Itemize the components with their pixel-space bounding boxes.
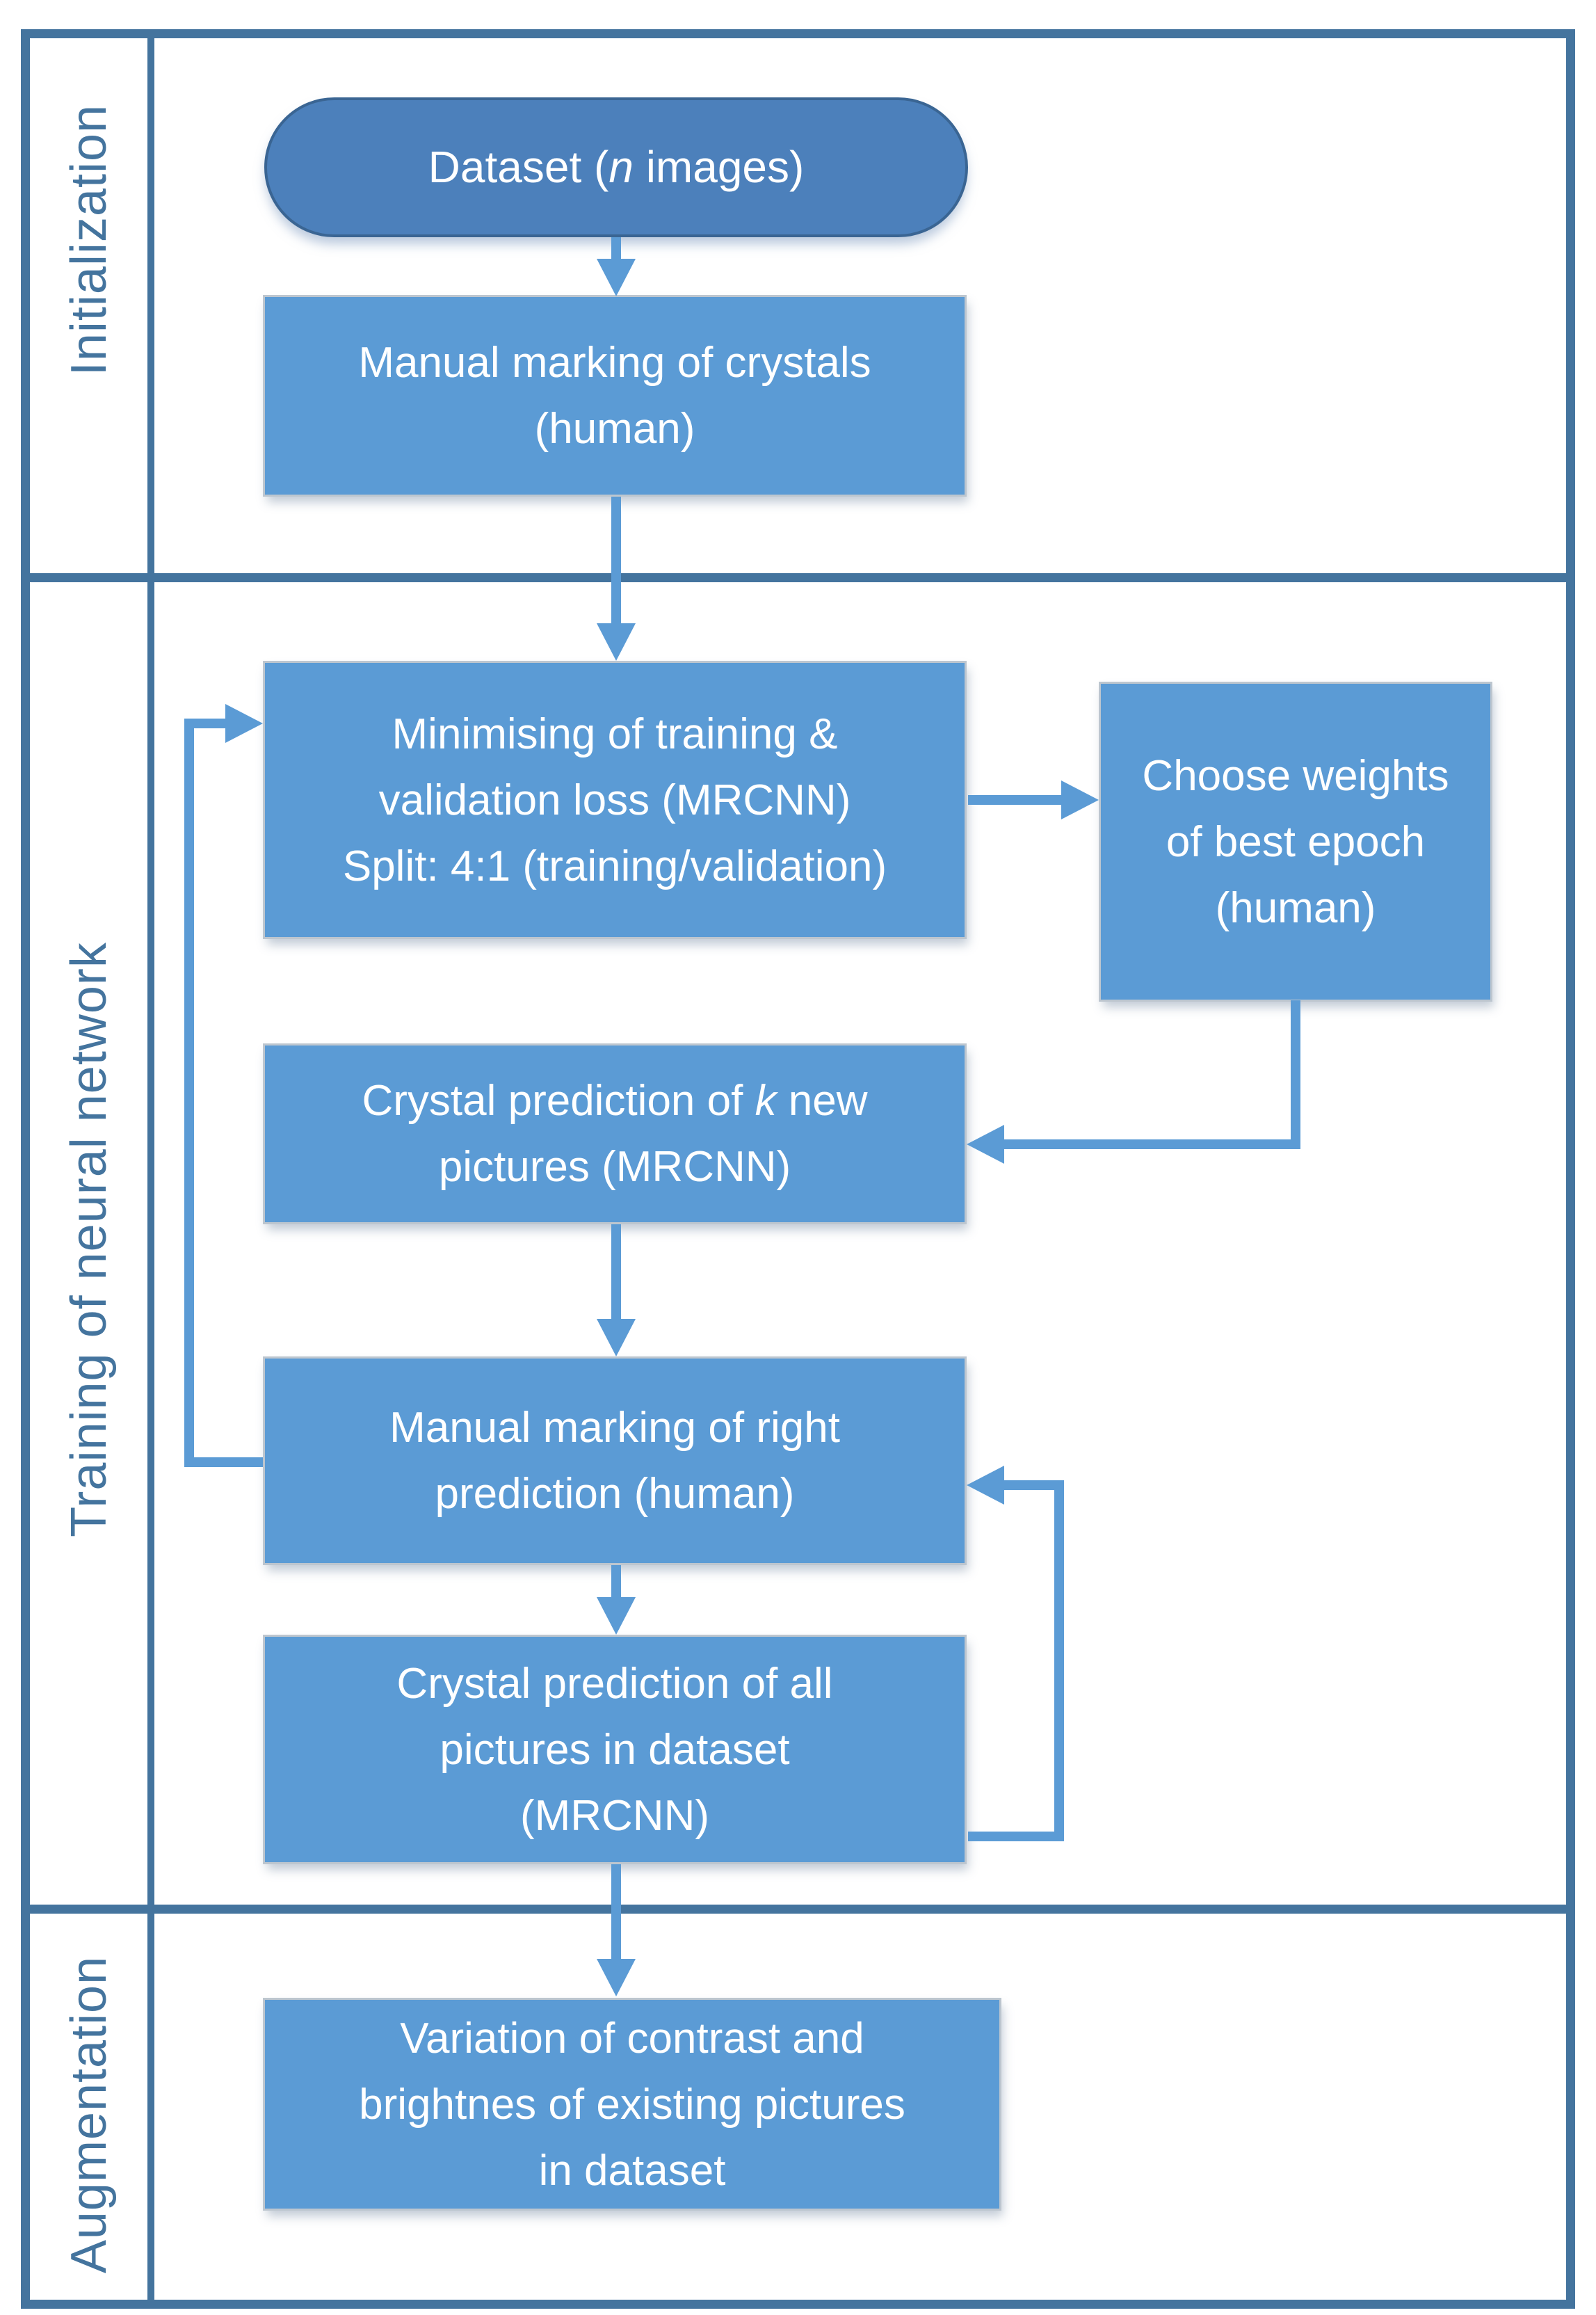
box-text-line: Minimising of training & [392, 710, 838, 758]
arrow-shaft [968, 795, 1064, 805]
arrow-head-down-icon [597, 1597, 636, 1635]
box-text-line: validation loss (MRCNN) [378, 776, 851, 824]
box-text-line: (human) [1215, 883, 1376, 932]
box-choose-weights: Choose weights of best epoch (human) [1099, 682, 1492, 1002]
arrow-head-down-icon [597, 259, 636, 296]
box-crystal-prediction-k-new: Crystal prediction of k new pictures (MR… [263, 1043, 967, 1224]
box-text-line: in dataset [538, 2146, 726, 2195]
arrow-head-down-icon [597, 1319, 636, 1356]
box-text-line: brightnes of existing pictures [359, 2080, 905, 2129]
box-text-line: prediction (human) [435, 1470, 795, 1518]
box-minimising-loss: Minimising of training & validation loss… [263, 661, 967, 939]
connector-horizontal [1004, 1139, 1300, 1149]
box-text-line: (MRCNN) [519, 1791, 710, 1840]
connector-vertical [1054, 1480, 1064, 1841]
connector-horizontal [184, 1457, 263, 1467]
arrow-shaft [611, 237, 621, 262]
arrow-head-down-icon [597, 1959, 636, 1996]
connector-horizontal [184, 719, 229, 728]
box-text-line: Manual marking of right [389, 1404, 840, 1452]
arrow-head-right-icon [1061, 780, 1099, 819]
arrow-head-down-icon [597, 623, 636, 661]
arrow-shaft [611, 1224, 621, 1322]
arrow-shaft [611, 497, 621, 626]
arrow-head-left-icon [967, 1466, 1004, 1505]
connector-vertical [184, 719, 194, 1467]
box-variation-augmentation: Variation of contrast and brightnes of e… [263, 1998, 1001, 2211]
connector-vertical [1291, 1000, 1300, 1149]
section-divider-training-augmentation [21, 1905, 1575, 1914]
section-divider-initialization-training [21, 573, 1575, 582]
box-text-line: Variation of contrast and [400, 2014, 864, 2062]
arrow-head-left-icon [967, 1125, 1004, 1164]
box-text-line: Manual marking of crystals [358, 339, 871, 387]
box-text-line: Choose weights [1142, 751, 1449, 800]
box-manual-marking-crystals: Manual marking of crystals (human) [263, 295, 967, 497]
box-text-line: pictures (MRCNN) [438, 1143, 791, 1191]
dataset-pill: Dataset (n images) [264, 97, 968, 237]
connector-horizontal [968, 1832, 1064, 1841]
arrow-head-right-icon [225, 704, 263, 743]
label-column-separator [147, 29, 154, 2309]
box-text-line: Crystal prediction of k new [362, 1077, 868, 1125]
box-manual-marking-right-prediction: Manual marking of right prediction (huma… [263, 1356, 967, 1565]
dataset-pill-label: Dataset (n images) [428, 142, 805, 192]
box-text-line: (human) [534, 405, 695, 453]
section-label-training: Training of neural network [61, 942, 117, 1537]
box-text-line: of best epoch [1166, 817, 1426, 866]
section-label-initialization: Initialization [61, 104, 117, 376]
box-crystal-prediction-all: Crystal prediction of all pictures in da… [263, 1635, 967, 1864]
box-text-line: Crystal prediction of all [396, 1659, 833, 1708]
box-text-line: pictures in dataset [440, 1725, 790, 1774]
arrow-shaft [611, 1864, 621, 1962]
arrow-shaft [611, 1565, 621, 1600]
box-text-line: Split: 4:1 (training/validation) [342, 842, 887, 890]
connector-horizontal [1004, 1480, 1064, 1490]
section-label-augmentation: Augmentation [61, 1955, 117, 2274]
diagram-outer-frame [21, 29, 1575, 2309]
